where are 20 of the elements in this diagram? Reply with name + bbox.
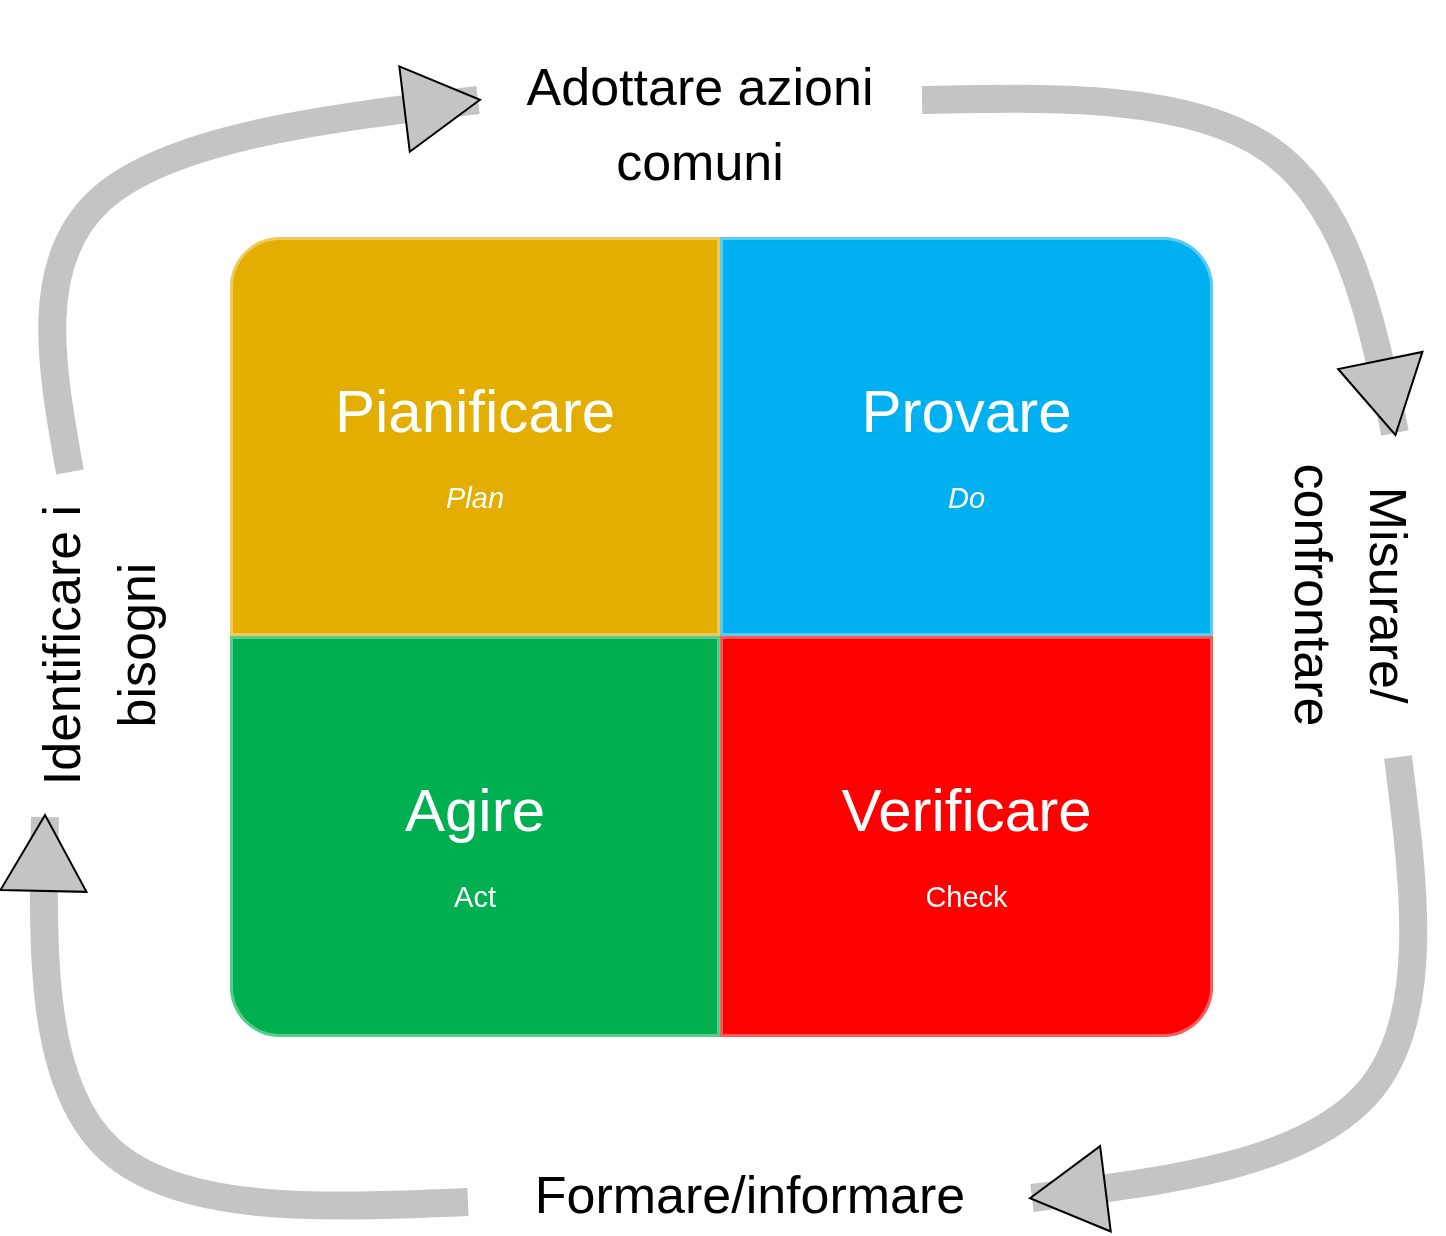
stage-subtitle: Plan xyxy=(445,482,504,515)
stage-title: Agire xyxy=(404,776,546,845)
quadrant-panel xyxy=(230,237,720,636)
stage-subtitle: Act xyxy=(454,881,496,914)
quadrant-panel xyxy=(720,237,1213,636)
cycle-step-label: Formare/informare xyxy=(534,1165,966,1227)
cycle-step-label: Adottare azioni comuni xyxy=(525,56,875,193)
cycle-step-label: Misurare/ confrontare xyxy=(1283,462,1419,729)
curved-arrow xyxy=(921,84,1424,436)
curved-arrow xyxy=(0,814,469,1220)
curved-arrow xyxy=(1029,755,1428,1233)
stage-title: Verificare xyxy=(841,776,1092,845)
quadrant-panel xyxy=(230,636,720,1037)
cycle-step-label: Identificare i bisogni xyxy=(31,503,167,788)
quadrant-panel xyxy=(720,636,1213,1037)
stage-subtitle: Do xyxy=(947,482,986,515)
stage-title: Provare xyxy=(861,377,1072,446)
curved-arrow xyxy=(38,65,481,475)
stage-subtitle: Check xyxy=(925,881,1008,914)
stage-title: Pianificare xyxy=(334,377,616,446)
